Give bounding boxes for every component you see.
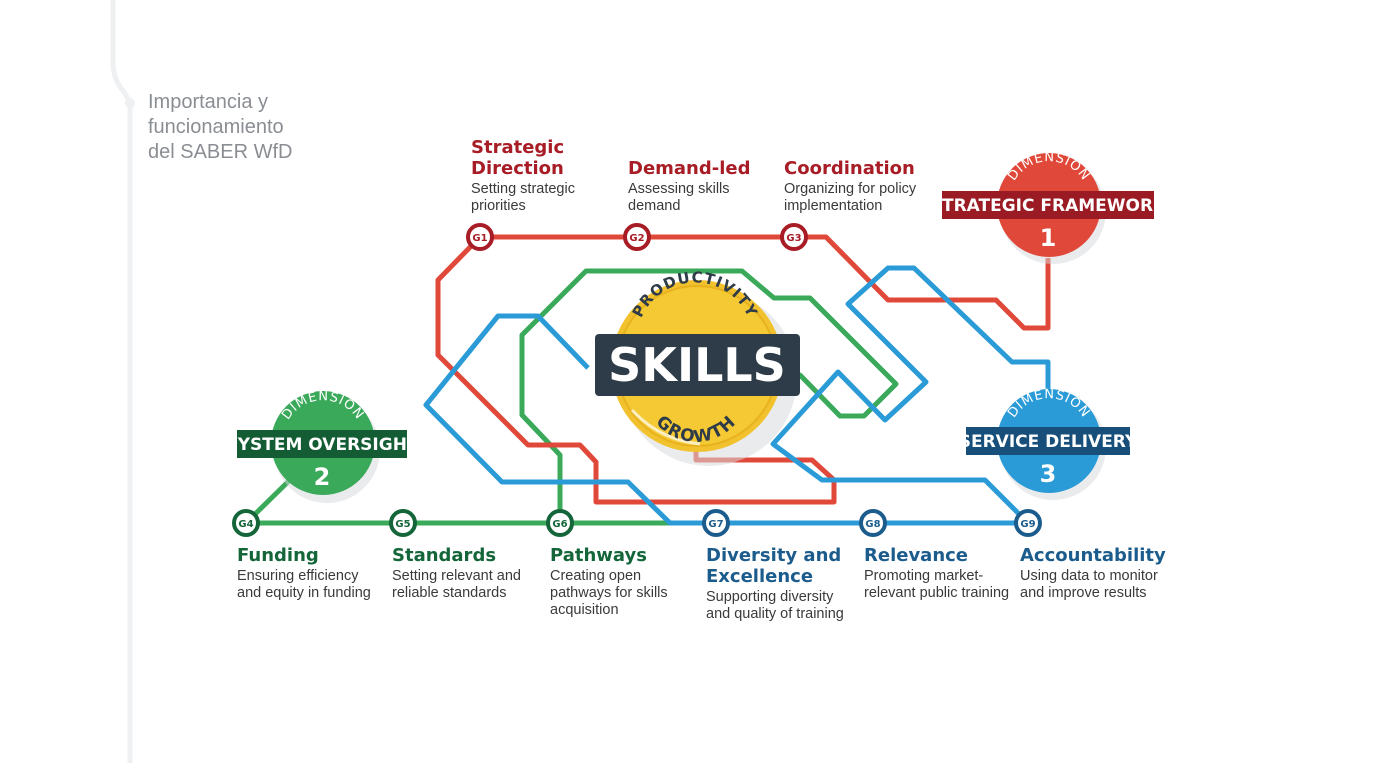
title-line: del SABER WfD <box>148 141 293 163</box>
title-line: Importancia y <box>148 91 269 113</box>
goal-title: Standards <box>392 545 497 566</box>
goal-desc: Using data to monitor <box>1020 568 1158 584</box>
skills-label: SKILLS <box>608 338 786 392</box>
goal-desc: Supporting diversity <box>706 589 834 605</box>
station-circle <box>466 223 494 251</box>
station-circle <box>859 509 887 537</box>
station-circle <box>389 509 417 537</box>
dimension-banner <box>237 430 407 458</box>
goal-title: Pathways <box>550 545 647 566</box>
goal-g5: Standards Setting relevant and reliable … <box>392 545 542 602</box>
dimension-label: SERVICE DELIVERY <box>959 432 1138 452</box>
station-g1: G1 <box>466 223 494 251</box>
dimension-2-badge: DIMENSION SYSTEM OVERSIGHT 2 <box>225 389 419 503</box>
station-g3: G3 <box>780 223 808 251</box>
goal-g9: Accountability Using data to monitor and… <box>1020 545 1170 602</box>
station-g4: G4 <box>232 509 260 537</box>
goal-title: Coordination <box>784 158 915 179</box>
goal-desc: Organizing for policy <box>784 181 917 197</box>
dimension-number: 2 <box>314 463 331 491</box>
dimension-number: 3 <box>1040 460 1057 488</box>
station-code: G7 <box>708 519 723 530</box>
station-code: G4 <box>238 519 253 530</box>
station-circle <box>546 509 574 537</box>
station-code: G9 <box>1020 519 1035 530</box>
goal-desc: acquisition <box>550 602 619 618</box>
goal-title: Strategic <box>471 137 565 158</box>
station-circle <box>623 223 651 251</box>
station-code: G3 <box>786 233 801 244</box>
station-circle <box>232 509 260 537</box>
dimension-banner <box>942 191 1154 219</box>
goal-title: Demand-led <box>628 158 751 179</box>
station-code: G8 <box>865 519 880 530</box>
goal-title: Excellence <box>706 566 814 587</box>
goal-title: Accountability <box>1020 545 1166 566</box>
station-circle <box>780 223 808 251</box>
dimension-banner <box>966 427 1130 455</box>
station-circle <box>702 509 730 537</box>
goal-desc: Creating open <box>550 568 642 584</box>
skills-coin: PRODUCTIVITY GROWTH SKILLS <box>595 268 800 466</box>
station-code: G1 <box>472 233 487 244</box>
goal-desc: and equity in funding <box>237 585 371 601</box>
goal-title: Funding <box>237 545 319 566</box>
goal-desc: Setting strategic <box>471 181 575 197</box>
goal-desc: relevant public training <box>864 585 1010 601</box>
page-title: Importancia y funcionamiento del SABER W… <box>148 90 348 165</box>
station-circle <box>1014 509 1042 537</box>
goal-desc: pathways for skills <box>550 585 668 601</box>
goal-desc: Promoting market- <box>864 568 984 584</box>
goal-g6: Pathways Creating open pathways for skil… <box>550 545 700 619</box>
goal-g4: Funding Ensuring efficiency and equity i… <box>237 545 387 602</box>
goal-desc: demand <box>628 198 681 214</box>
dimension-number: 1 <box>1040 224 1057 252</box>
station-code: G2 <box>629 233 644 244</box>
goal-desc: implementation <box>784 198 883 214</box>
station-g5: G5 <box>389 509 417 537</box>
goal-title: Direction <box>471 158 564 179</box>
goal-title: Relevance <box>864 545 969 566</box>
station-g8: G8 <box>859 509 887 537</box>
goal-desc: and improve results <box>1020 585 1147 601</box>
goal-g2: Demand-led Assessing skills demand <box>628 158 768 215</box>
station-code: G5 <box>395 519 410 530</box>
station-g2: G2 <box>623 223 651 251</box>
dimension-label: SYSTEM OVERSIGHT <box>225 435 418 455</box>
dimension-3-badge: DIMENSION SERVICE DELIVERY 3 <box>959 387 1138 500</box>
goal-desc: reliable standards <box>392 585 507 601</box>
goal-g3: Coordination Organizing for policy imple… <box>784 158 934 215</box>
goal-desc: priorities <box>471 198 526 214</box>
goal-g8: Relevance Promoting market- relevant pub… <box>864 545 1014 602</box>
station-g9: G9 <box>1014 509 1042 537</box>
goal-g1: Strategic Direction Setting strategic pr… <box>471 137 611 215</box>
goal-g7: Diversity and Excellence Supporting dive… <box>706 545 856 623</box>
skills-banner <box>595 334 800 396</box>
timeline-rail <box>110 0 135 763</box>
goal-desc: Assessing skills <box>628 181 730 197</box>
station-code: G6 <box>552 519 567 530</box>
goal-desc: Setting relevant and <box>392 568 521 584</box>
goal-title: Diversity and <box>706 545 842 566</box>
goal-desc: and quality of training <box>706 606 844 622</box>
dimension-1-badge: DIMENSION STRATEGIC FRAMEWORK 1 <box>930 150 1167 264</box>
timeline-dot <box>125 98 135 108</box>
station-g7: G7 <box>702 509 730 537</box>
station-g6: G6 <box>546 509 574 537</box>
title-line: funcionamiento <box>148 116 284 138</box>
dimension-label: STRATEGIC FRAMEWORK <box>930 196 1167 216</box>
goal-desc: Ensuring efficiency <box>237 568 359 584</box>
